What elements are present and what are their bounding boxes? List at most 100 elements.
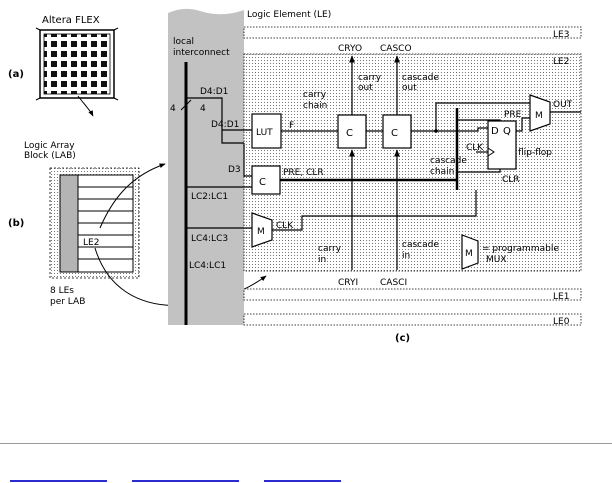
mux-legend: M = programmable MUX bbox=[461, 234, 559, 270]
ff-clk: CLK bbox=[466, 143, 484, 153]
carry-out-2: out bbox=[358, 83, 373, 93]
pre-clr-logic-symbol: C bbox=[259, 177, 266, 188]
bypass-wire bbox=[435, 102, 530, 131]
casco-label: CASCO bbox=[380, 44, 412, 54]
clock-mux-m: M bbox=[257, 227, 265, 237]
ff-q: Q bbox=[503, 126, 511, 137]
flip-flop-label: flip-flop bbox=[518, 148, 552, 158]
cascade-out-2: out bbox=[402, 83, 417, 93]
le0-tag: LE0 bbox=[553, 317, 570, 327]
ff-pre: PRE bbox=[504, 110, 522, 120]
legend-text-1: = programmable bbox=[482, 244, 559, 254]
legend-text-2: MUX bbox=[486, 255, 507, 265]
label-c: (c) bbox=[395, 333, 410, 344]
cryo-label: CRYO bbox=[338, 44, 362, 54]
les-per-lab-1: 8 LEs bbox=[50, 286, 74, 296]
nav-link-3[interactable] bbox=[264, 470, 341, 482]
carry-chain-2: chain bbox=[303, 101, 327, 111]
nav-link-2[interactable] bbox=[132, 470, 239, 482]
logic-core: LUT F C C CRYO CASCO carry out cascade o… bbox=[251, 44, 467, 288]
sig-d4d1-lut: D4:D1 bbox=[211, 120, 239, 130]
le3-tag: LE3 bbox=[553, 30, 569, 40]
label-b: (b) bbox=[8, 218, 24, 229]
q-to-mux-wire bbox=[516, 117, 530, 132]
bus-width-left: 4 bbox=[170, 104, 176, 114]
lab-le2-label: LE2 bbox=[83, 238, 99, 248]
chip-lab-grid bbox=[43, 33, 111, 95]
le-title: Logic Element (LE) bbox=[247, 10, 331, 20]
lut-label: LUT bbox=[256, 128, 273, 138]
cascade-chain-1: cascade bbox=[430, 156, 467, 166]
ff-clr: CLR bbox=[502, 175, 520, 185]
clock-mux bbox=[251, 212, 273, 248]
d3-to-prelogic-wire bbox=[243, 143, 252, 177]
clk-mux-label: CLK bbox=[276, 221, 294, 231]
flip-flop-block bbox=[487, 120, 517, 170]
control-logic: C PRE, CLR M CLK bbox=[251, 165, 477, 248]
lab-panel: (b) LE2 8 LEs per LAB bbox=[8, 163, 267, 307]
lab-le-dividers bbox=[78, 186, 133, 260]
clk-wire bbox=[272, 190, 477, 231]
interconnect-panel: local interconnect 4 4 bbox=[168, 8, 244, 326]
d-input-wire bbox=[460, 127, 488, 132]
interconnect-label-2: interconnect bbox=[173, 48, 230, 58]
cascade-in-1: cascade bbox=[402, 240, 439, 250]
le1-box bbox=[243, 288, 582, 301]
output-mux bbox=[529, 94, 551, 132]
label-a: (a) bbox=[8, 69, 24, 80]
carry-in-2: in bbox=[318, 255, 326, 265]
nav-link-1[interactable] bbox=[10, 470, 107, 482]
d3-wire bbox=[186, 97, 244, 144]
casci-label: CASCI bbox=[380, 278, 407, 288]
chip-pins bbox=[35, 27, 119, 101]
interconnect-label-1: local bbox=[173, 37, 194, 47]
legend-mux-m: M bbox=[465, 249, 473, 259]
sig-lc4lc3: LC4:LC3 bbox=[191, 234, 228, 244]
pre-clr-logic-block bbox=[251, 165, 281, 195]
lab-caption-2: Block (LAB) bbox=[24, 151, 76, 161]
pre-wire bbox=[457, 119, 501, 121]
carry-logic-block bbox=[337, 114, 367, 149]
le2-tag: LE2 bbox=[553, 57, 569, 67]
page-nav bbox=[0, 470, 612, 482]
carry-chain-1: carry bbox=[303, 90, 327, 100]
carry-logic-symbol: C bbox=[346, 128, 353, 139]
le1-tag: LE1 bbox=[553, 292, 569, 302]
sig-d3: D3 bbox=[228, 165, 241, 175]
bus-width-right: 4 bbox=[200, 104, 206, 114]
register-output: D Q PRE CLR CLK flip-flop M OUT bbox=[434, 94, 581, 190]
cascade-chain-2: chain bbox=[430, 167, 454, 177]
f-label: F bbox=[289, 121, 294, 131]
chip-to-caption-arrow bbox=[77, 95, 94, 117]
pre-clr-label: PRE, CLR bbox=[283, 168, 324, 178]
out-label: OUT bbox=[553, 100, 573, 110]
le-stack: Logic Element (LE) LE3 LE2 LE1 LE0 (c) bbox=[243, 10, 582, 344]
sig-lc2lc1: LC2:LC1 bbox=[191, 192, 228, 202]
cascade-logic-symbol: C bbox=[391, 128, 398, 139]
lab-caption-1: Logic Array bbox=[24, 141, 75, 151]
cascade-in-2: in bbox=[402, 251, 410, 261]
lab-interconnect-strip bbox=[59, 174, 79, 273]
lab-to-le-arrow-top bbox=[99, 163, 166, 229]
chip-title: Altera FLEX bbox=[42, 15, 100, 26]
le2-box bbox=[243, 53, 582, 272]
ff-d: D bbox=[491, 126, 499, 137]
les-per-lab-2: per LAB bbox=[50, 297, 85, 307]
carry-in-1: carry bbox=[318, 244, 342, 254]
sig-lc4lc1: LC4:LC1 bbox=[189, 261, 226, 271]
cascade-out-1: cascade bbox=[402, 73, 439, 83]
bus-width-slash bbox=[180, 99, 192, 111]
cryi-label: CRYI bbox=[338, 278, 358, 288]
altera-flex-diagram: Altera FLEX (a) Logic Array Block (LAB) … bbox=[8, 8, 582, 344]
le0-box bbox=[243, 313, 582, 326]
chip-panel: Altera FLEX (a) Logic Array Block (LAB) bbox=[8, 15, 119, 161]
legend-mux-symbol bbox=[461, 234, 479, 270]
input-signals: D4:D1 D4:D1 D3 LC2:LC1 LC4:LC3 LC4:LC1 bbox=[186, 87, 252, 271]
clr-wire bbox=[457, 169, 501, 173]
sig-d4d1-top: D4:D1 bbox=[200, 87, 228, 97]
output-mux-m: M bbox=[535, 111, 543, 121]
horizontal-rule bbox=[0, 443, 612, 444]
le3-box bbox=[243, 26, 582, 39]
ff-clock-edge bbox=[487, 147, 495, 157]
bypass-node bbox=[434, 129, 438, 133]
